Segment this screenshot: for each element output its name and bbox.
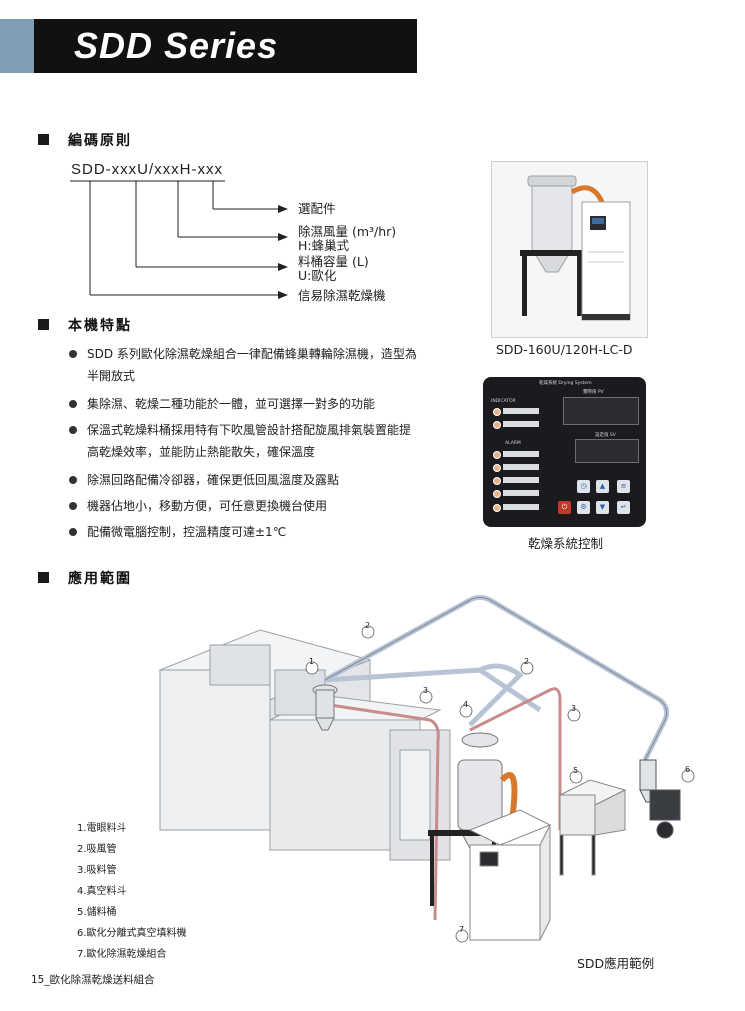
indicator-led-icon (493, 408, 501, 416)
callout-3b: 3 (571, 704, 577, 713)
callout-1: 1 (309, 657, 315, 666)
section-marker (38, 319, 49, 330)
panel-indicator-label: INDICATOR (491, 399, 516, 404)
indicator-led-icon (493, 421, 501, 429)
bullet-icon (69, 528, 77, 536)
bullet-icon (69, 426, 77, 434)
alarm-tag (503, 504, 539, 510)
alarm-led-icon (493, 504, 501, 512)
photo-caption: SDD-160U/120H-LC-D (496, 342, 633, 357)
legend-item: 3.吸料管 (77, 865, 117, 876)
bullet-icon (69, 476, 77, 484)
application-caption: SDD應用範例 (577, 956, 655, 971)
alarm-tag (503, 451, 539, 457)
product-photo (491, 161, 648, 338)
page-footer: 15_歐化除濕乾燥送料組合 (31, 974, 155, 986)
control-panel: 乾燥系統 Drying System INDICATOR 實際值 PV 設定值 … (483, 377, 646, 527)
alarm-led-icon (493, 477, 501, 485)
legend-item: 1.電眼料斗 (77, 823, 127, 834)
legend-item: 5.儲料桶 (77, 907, 117, 918)
alarm-led-icon (493, 451, 501, 459)
alarm-tag (503, 490, 539, 496)
feature-item: 除濕回路配備冷卻器，確保更低回風溫度及露點 (87, 473, 340, 487)
feature-item: 配備微電腦控制，控溫精度可達±1℃ (87, 525, 287, 539)
code-label-brand: 信易除濕乾燥機 (298, 288, 386, 303)
header-bar (34, 19, 417, 73)
code-label-honeycomb: H:蜂巢式 (298, 238, 350, 253)
alarm-tag (503, 477, 539, 483)
code-label-airflow: 除濕風量 (m³/hr) (298, 224, 397, 239)
code-label-capacity: 料桶容量 (L) (298, 254, 369, 269)
indicator-tag (503, 421, 539, 427)
feature-item: 集除濕、乾燥二種功能於一體，並可選擇一對多的功能 (87, 397, 376, 411)
callout-6: 6 (685, 765, 691, 774)
coding-section-title: 編碼原則 (68, 133, 132, 149)
alarm-tag (503, 464, 539, 470)
enter-button[interactable]: ↵ (617, 501, 630, 514)
application-diagram (158, 595, 681, 941)
pv-display (563, 397, 639, 425)
callout-3: 3 (423, 686, 429, 695)
code-label-options: 選配件 (298, 201, 336, 216)
feature-item: SDD 系列歐化除濕乾燥組合一律配備蜂巢轉輪除濕機，造型為半開放式 (87, 347, 417, 383)
sv-display (575, 439, 639, 463)
panel-alarm-label: ALARM (505, 441, 521, 446)
mode-button[interactable]: ⚙ (577, 501, 590, 514)
panel-sv-label: 設定值 SV (595, 433, 616, 438)
features-section-title: 本機特點 (68, 318, 132, 334)
legend-item: 7.歐化除濕乾燥組合 (77, 949, 167, 960)
page-title: SDD Series (74, 25, 279, 66)
down-button[interactable]: ▼ (596, 501, 609, 514)
legend-item: 6.歐化分離式真空填料機 (77, 928, 187, 939)
legend-item: 4.真空料斗 (77, 886, 127, 897)
callout-5: 5 (573, 766, 579, 775)
diagram-legend: 1.電眼料斗 2.吸風管 3.吸料管 4.真空料斗 5.儲料桶 6.歐化分離式真… (77, 818, 187, 965)
bullet-icon (69, 350, 77, 358)
header-accent (0, 19, 34, 73)
code-diagram-lines (70, 180, 288, 299)
panel-title: 乾燥系統 Drying System (539, 381, 592, 386)
feature-item: 保溫式乾燥料桶採用特有下吹風管設計搭配旋風排氣裝置能提高乾燥效率，並能防止熱能散… (87, 423, 412, 459)
dryer-illustration (492, 162, 647, 337)
section-marker (38, 572, 49, 583)
alarm-led-icon (493, 464, 501, 472)
legend-item: 2.吸風管 (77, 844, 117, 855)
bullet-icon (69, 502, 77, 510)
section-marker (38, 134, 49, 145)
set-button[interactable]: ≡ (617, 480, 630, 493)
callout-2: 2 (365, 621, 371, 630)
callout-2b: 2 (524, 657, 530, 666)
feature-item: 機器佔地小，移動方便，可任意更換機台使用 (87, 499, 328, 513)
alarm-led-icon (493, 490, 501, 498)
clock-button[interactable]: ◷ (577, 480, 590, 493)
model-code: SDD-xxxU/xxxH-xxx (71, 161, 223, 178)
bullet-icon (69, 400, 77, 408)
callout-7: 7 (459, 925, 465, 934)
callout-4: 4 (463, 700, 469, 709)
indicator-tag (503, 408, 539, 414)
power-button[interactable]: ⏻ (558, 501, 571, 514)
control-caption: 乾燥系統控制 (528, 536, 604, 551)
panel-pv-label: 實際值 PV (583, 390, 604, 395)
up-button[interactable]: ▲ (596, 480, 609, 493)
callout-markers (305, 625, 695, 943)
application-section-title: 應用範圍 (68, 571, 132, 587)
code-label-euro: U:歐化 (298, 268, 337, 283)
